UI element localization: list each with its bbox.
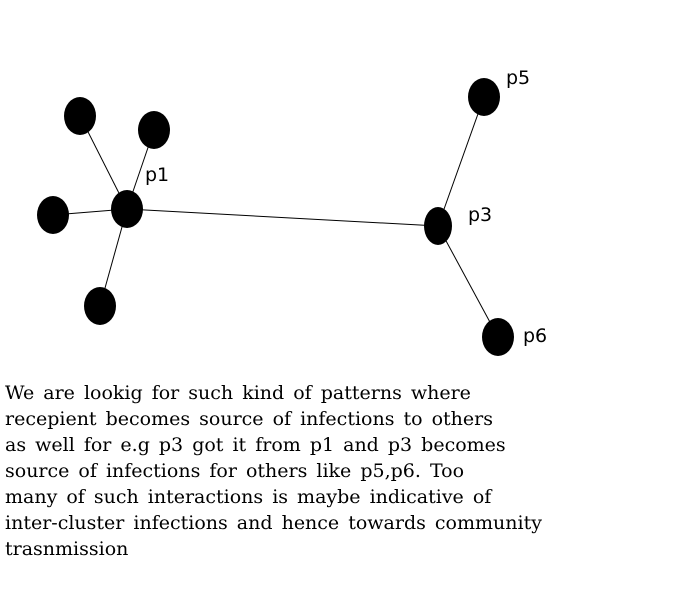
caption-line: source of infections for others like p5,… (5, 460, 465, 482)
node-p1 (111, 190, 143, 228)
node-d (84, 287, 116, 325)
node-label-p3: p3 (468, 204, 492, 226)
node-p6 (482, 318, 514, 356)
node-b (138, 111, 170, 149)
nodes (37, 78, 514, 356)
caption-line: recepient becomes source of infections t… (5, 408, 493, 430)
caption-line: We are lookig for such kind of patterns … (5, 382, 471, 404)
node-label-p6: p6 (523, 325, 547, 347)
caption-line: many of such interactions is maybe indic… (5, 486, 492, 508)
caption-line: inter-cluster infections and hence towar… (5, 512, 542, 534)
edge-p3-p5 (437, 96, 485, 227)
infection-network-diagram: p1 p3 p5 p6 (37, 67, 547, 356)
node-label-p1: p1 (145, 164, 169, 186)
node-label-p5: p5 (506, 67, 530, 89)
node-c (37, 196, 69, 234)
node-a (64, 97, 96, 135)
caption-line: as well for e.g p3 got it from p1 and p3… (5, 434, 506, 456)
node-p5 (468, 78, 500, 116)
edge-p1-p3 (126, 208, 439, 227)
caption-text: We are lookig for such kind of patterns … (5, 380, 545, 562)
node-p3 (424, 207, 452, 245)
caption-line: trasnmission (5, 538, 129, 560)
edge-p3-p6 (437, 225, 499, 338)
node-labels: p1 p3 p5 p6 (145, 67, 547, 347)
